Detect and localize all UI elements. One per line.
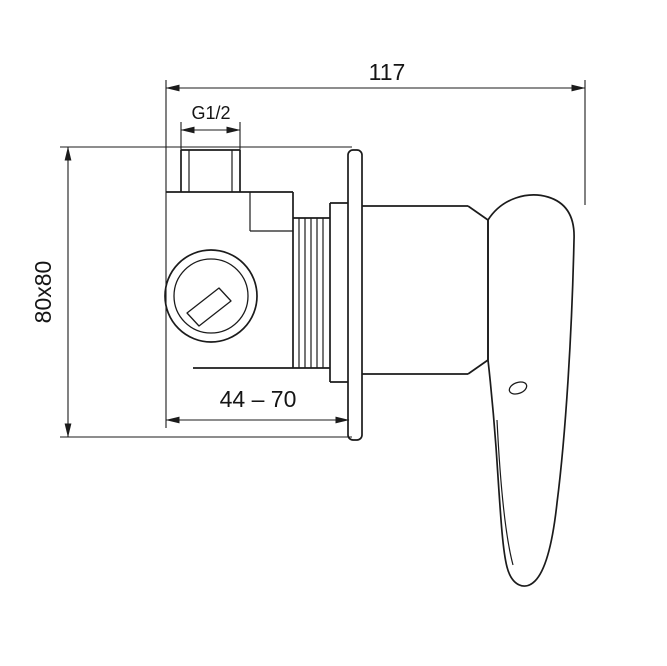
- handle-set-screw: [508, 381, 528, 395]
- outlet-port-keyway: [186, 287, 232, 327]
- wall-plate-profile: [347, 149, 363, 441]
- dim-label-depth-range: 44 – 70: [220, 386, 297, 412]
- handle-lever-outline: [487, 194, 575, 587]
- valve-body: [164, 149, 330, 369]
- dimension-lines: [60, 80, 586, 438]
- handle-hub-top-taper: [467, 205, 489, 221]
- dim-label-overall-width: 117: [369, 59, 406, 85]
- cartridge: [293, 202, 348, 383]
- handle-hub-bottom-taper: [467, 359, 489, 375]
- handle-lever-inner-contour: [496, 419, 514, 566]
- outlet-port-inner-circle: [173, 258, 249, 334]
- dim-label-plate-size: 80x80: [30, 261, 56, 324]
- handle: [362, 194, 575, 587]
- wall-plate: [347, 149, 363, 441]
- dim-label-thread: G1/2: [191, 103, 230, 123]
- outlet-port-outer-circle: [164, 249, 258, 343]
- dimension-labels: 117 G1/2 80x80 44 – 70: [30, 59, 405, 412]
